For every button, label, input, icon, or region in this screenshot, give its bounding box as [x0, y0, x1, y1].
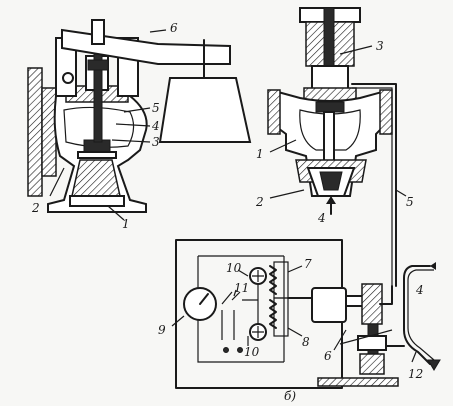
right-label-12: 12 [408, 367, 423, 381]
solenoid-core-upper [273, 261, 289, 299]
right-label-2: 2 [255, 195, 264, 209]
impulse-pipe-inner [352, 87, 393, 286]
left-label-2: 2 [31, 201, 40, 215]
drain-pipe-inner [407, 269, 435, 361]
right-label-1: 1 [256, 147, 264, 161]
impulse-pipe-connection [379, 285, 393, 305]
left-label-3: 3 [152, 135, 160, 149]
lower-plug [319, 171, 343, 191]
right-label-8: 8 [302, 335, 310, 349]
pulse-pipe-cross [339, 329, 393, 345]
drain-arrow-head [430, 262, 436, 270]
main-inlet-flange-left [267, 89, 281, 135]
left-valve-seat-nozzle [71, 159, 121, 197]
right-label-5: 5 [406, 195, 414, 209]
main-piston [315, 101, 345, 113]
left-label-1: 1 [122, 217, 130, 231]
left-label-6: 6 [170, 21, 178, 35]
left-safety-valve: 6 5 4 3 2 1 [27, 19, 252, 231]
left-lever-fulcrum [91, 19, 105, 45]
left-outlet-ring [69, 195, 125, 207]
left-inlet-flange [27, 67, 43, 197]
solenoid-coil-upper [269, 265, 277, 295]
right-label-6: 6 [324, 349, 332, 363]
terminal-a [223, 347, 229, 353]
left-pivot-pin [62, 72, 74, 84]
main-outlet-flange-right [379, 89, 393, 135]
left-stem-nut [87, 59, 109, 71]
solenoid-coil-lower [269, 299, 277, 329]
solenoid-core-lower [273, 297, 289, 337]
electromagnet-box [311, 287, 347, 323]
control-panel-assembly: 7 8 9 10 10 11 12 4 6 б) [158, 239, 441, 403]
left-label-5: 5 [152, 101, 160, 115]
right-label-4-drain: 4 [415, 283, 424, 297]
right-label-7: 7 [304, 257, 312, 271]
right-label-9: 9 [158, 323, 166, 337]
left-valve-guide [77, 151, 117, 159]
right-label-10-lower: 10 [244, 345, 260, 359]
right-label-10-upper: 10 [226, 261, 242, 275]
impulse-pipe-outer [351, 83, 397, 287]
inlet-arrow-head [326, 196, 336, 204]
right-main-valve: 3 1 2 4 5 [255, 7, 414, 287]
pulse-valve-lower-body [359, 353, 385, 375]
drain-pipe [403, 265, 431, 365]
right-label-4-top: 4 [317, 211, 326, 225]
main-plug-stem [323, 111, 335, 163]
right-label-3: 3 [376, 39, 384, 53]
control-switch [221, 291, 241, 305]
figure-caption-b: б) [284, 389, 296, 403]
drain-valve [427, 359, 441, 371]
left-inlet-neck [41, 87, 57, 177]
right-label-11: 11 [234, 281, 249, 295]
terminal-b [237, 347, 243, 353]
left-counterweight [158, 77, 252, 143]
base-plate [317, 377, 399, 387]
gauge-needle [199, 293, 209, 305]
left-label-4: 4 [151, 119, 160, 133]
